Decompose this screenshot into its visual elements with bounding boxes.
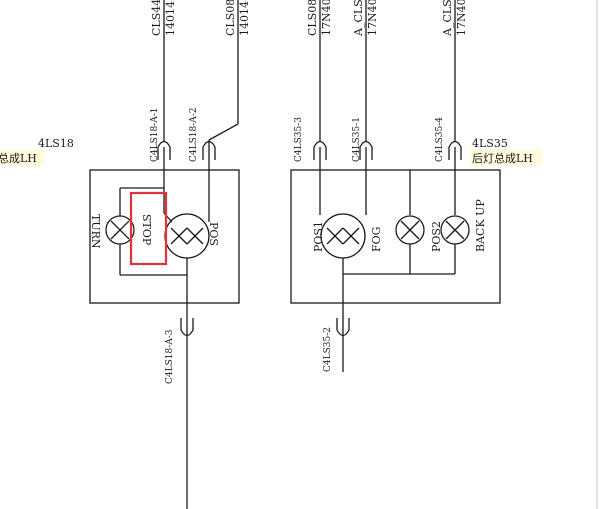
wire-2-bend[interactable]: [208, 123, 239, 141]
left-turn-label: TURN: [89, 214, 102, 249]
right-backup-label: BACK UP: [474, 199, 487, 252]
wire-1-label-b: 14014: [164, 1, 177, 36]
wire-5-label-b: 17N40: [455, 0, 468, 36]
left-assembly-name: 总成LH: [0, 151, 37, 165]
left-pos-label: POS: [207, 222, 220, 246]
right-assembly-tag-bg: [470, 149, 542, 166]
highlight-box: [129, 191, 168, 266]
right-connector-2-label: C4LS35-2: [323, 327, 333, 372]
right-connector-2[interactable]: [336, 318, 350, 372]
left-stop-label: STOP: [140, 214, 153, 246]
right-assembly-name: 后灯总成LH: [472, 151, 533, 165]
right-pos2-lamp[interactable]: [395, 215, 425, 245]
left-connector-3-label: C4LS18-A-3: [165, 329, 175, 384]
left-connector-1[interactable]: [157, 140, 171, 171]
right-connector-4[interactable]: [448, 140, 462, 171]
wire-4-label-a: A_CLS: [352, 0, 365, 37]
left-assembly-id: 4LS18: [38, 137, 74, 150]
left-stop-pos-lamp[interactable]: [164, 213, 210, 259]
right-connector-4-label: C4LS35-4: [435, 117, 445, 162]
wire-3-label-a: CLS080: [306, 0, 319, 36]
left-assembly-tag-bg: [0, 149, 44, 166]
right-connector-3-label: C4LS35-3: [294, 117, 304, 162]
right-backup-lamp[interactable]: [440, 215, 470, 245]
left-connector-2[interactable]: [202, 140, 216, 170]
wire-2-label-b: 14014: [238, 1, 251, 36]
left-connector-2-label: C4LS18-A-2: [189, 107, 199, 162]
wire-5-label-a: A_CLS: [441, 0, 454, 37]
right-connector-3[interactable]: [313, 140, 327, 171]
wire-3-label-b-visible: 17N40: [320, 0, 333, 36]
right-connector-1-label: C4LS35-1: [352, 117, 362, 162]
right-pos1-label: POS1: [312, 221, 325, 252]
wire-1-label-a: CLS44B: [150, 0, 163, 36]
right-pos2-label: POS2: [430, 221, 443, 252]
right-assembly-box[interactable]: [290, 169, 501, 304]
left-connector-1-label: C4LS18-A-1: [150, 107, 160, 162]
right-connector-1[interactable]: [359, 140, 373, 171]
right-pos1-fog-lamp[interactable]: [320, 213, 366, 259]
wire-4-label-b: 17N40: [366, 0, 379, 36]
wire-2-label-a: CLS080: [224, 0, 237, 36]
right-assembly-id: 4LS35: [472, 137, 508, 150]
left-turn-lamp[interactable]: [105, 215, 135, 245]
left-connector-3[interactable]: [180, 318, 194, 509]
right-fog-label: FOG: [370, 227, 383, 252]
